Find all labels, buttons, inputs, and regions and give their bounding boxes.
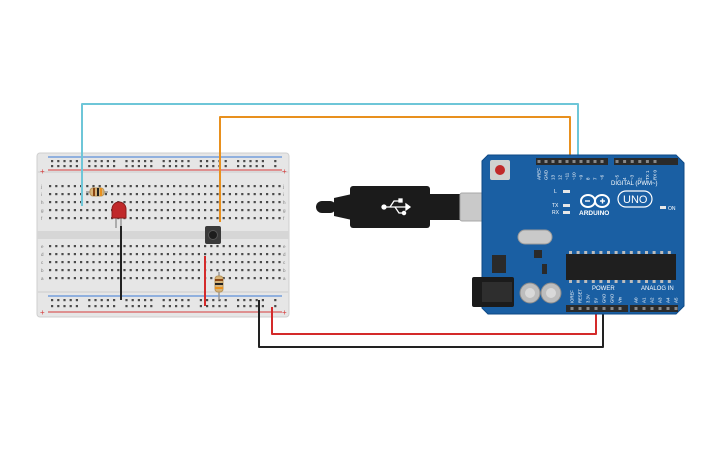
arduino-brand-label: ARDUINO xyxy=(579,210,609,217)
arduino-infinity-logo-icon xyxy=(580,194,610,208)
power-pin-label: 3.3V xyxy=(586,294,591,303)
small-ic xyxy=(534,250,542,258)
digital-pwm-label: DIGITAL (PWM~) xyxy=(611,181,658,187)
wire-orange[interactable] xyxy=(219,116,571,222)
row-letter: g xyxy=(41,208,44,213)
power-pin-label: 5V xyxy=(594,298,599,303)
bottom-rail-separator xyxy=(37,291,289,293)
row-letter: i xyxy=(41,192,42,197)
red-led[interactable] xyxy=(111,201,127,228)
analog-pin-label: A0 xyxy=(634,297,639,303)
crystal-oscillator xyxy=(517,229,553,245)
row-letter: h xyxy=(41,200,44,205)
digital-pin-label: 2 xyxy=(637,177,642,180)
row-letter: e xyxy=(41,244,44,249)
row-letter: c xyxy=(283,260,286,265)
bottom-plus-sign-right: + xyxy=(282,308,287,317)
analog-pin-label: A4 xyxy=(666,297,671,303)
row-letter: d xyxy=(283,252,286,257)
digital-pin-label: ~11 xyxy=(565,172,570,180)
power-pin-label: GND xyxy=(602,294,607,303)
row-letter: d xyxy=(41,252,44,257)
digital-pin-label: ~3 xyxy=(630,174,635,180)
row-letter: f xyxy=(41,216,43,221)
digital-pin-label: 13 xyxy=(551,174,556,180)
power-label: POWER xyxy=(592,286,615,292)
digital-pin-label: ~5 xyxy=(615,174,620,180)
usb-symbol-icon xyxy=(381,198,412,216)
row-letter: i xyxy=(283,192,284,197)
on-led-label: ON xyxy=(668,206,676,212)
analog-header xyxy=(630,305,678,312)
resistor-bottom[interactable] xyxy=(214,272,224,300)
row-letter: c xyxy=(41,260,44,265)
row-letter: b xyxy=(41,268,44,273)
capacitors xyxy=(519,282,562,304)
power-pin-label: IOREF xyxy=(570,290,575,303)
row-letter: j xyxy=(282,184,284,189)
bottom-pin-holes xyxy=(570,307,678,310)
digital-header-left xyxy=(536,158,608,165)
breadboard-holes xyxy=(49,160,281,308)
l-led-label: L xyxy=(554,189,557,195)
atmega-chip xyxy=(566,254,676,280)
uno-badge: UNO xyxy=(617,190,653,208)
analog-pin-label: A1 xyxy=(642,297,647,303)
analog-pin-label: A5 xyxy=(674,297,679,303)
power-pin-label: GND xyxy=(610,294,615,303)
digital-pin-label: ~9 xyxy=(579,174,584,180)
uno-model-label: UNO xyxy=(623,194,648,206)
digital-pin-holes xyxy=(537,160,657,163)
top-plus-sign: + xyxy=(40,167,45,176)
digital-pin-label: 7 xyxy=(593,177,598,180)
top-plus-sign-right: + xyxy=(282,167,287,176)
breadboard-center-channel xyxy=(37,231,289,239)
row-letter: b xyxy=(283,268,286,273)
digital-pin-label: ~10 xyxy=(572,172,577,180)
digital-pin-label: RX 0 xyxy=(653,169,658,180)
row-letter: j xyxy=(40,184,42,189)
resistor-top[interactable] xyxy=(86,187,108,197)
row-letter: e xyxy=(283,244,286,249)
digital-pin-label: 12 xyxy=(558,174,563,180)
analog-in-label: ANALOG IN xyxy=(641,286,674,292)
analog-pin-label: A3 xyxy=(658,297,663,303)
digital-pin-label: AREF xyxy=(537,168,542,180)
row-letter: f xyxy=(283,216,285,221)
digital-pin-label: TX 1 xyxy=(645,170,650,180)
rx-led-label: RX xyxy=(552,210,560,216)
wire-red-5v[interactable] xyxy=(271,305,597,335)
analog-pin-label: A2 xyxy=(650,297,655,303)
voltage-regulator xyxy=(492,255,506,273)
push-button[interactable] xyxy=(205,226,221,244)
row-letter: g xyxy=(283,208,286,213)
digital-pin-label: 4 xyxy=(622,177,627,180)
digital-pin-label: ~6 xyxy=(600,174,605,180)
bottom-plus-sign: + xyxy=(40,308,45,317)
row-letter: a xyxy=(41,276,44,281)
power-pin-label: Vin xyxy=(618,296,623,303)
row-letter: h xyxy=(283,200,286,205)
wire-cyan[interactable] xyxy=(81,103,579,206)
wires xyxy=(81,103,604,348)
top-rail-separator xyxy=(37,171,289,173)
digital-pin-label: 8 xyxy=(586,177,591,180)
power-pin-label: RESET xyxy=(578,289,583,303)
row-letter: a xyxy=(283,276,286,281)
tx-led-label: TX xyxy=(552,203,559,209)
digital-pin-label: GND xyxy=(544,169,549,180)
wire-black-gnd[interactable] xyxy=(258,300,604,348)
